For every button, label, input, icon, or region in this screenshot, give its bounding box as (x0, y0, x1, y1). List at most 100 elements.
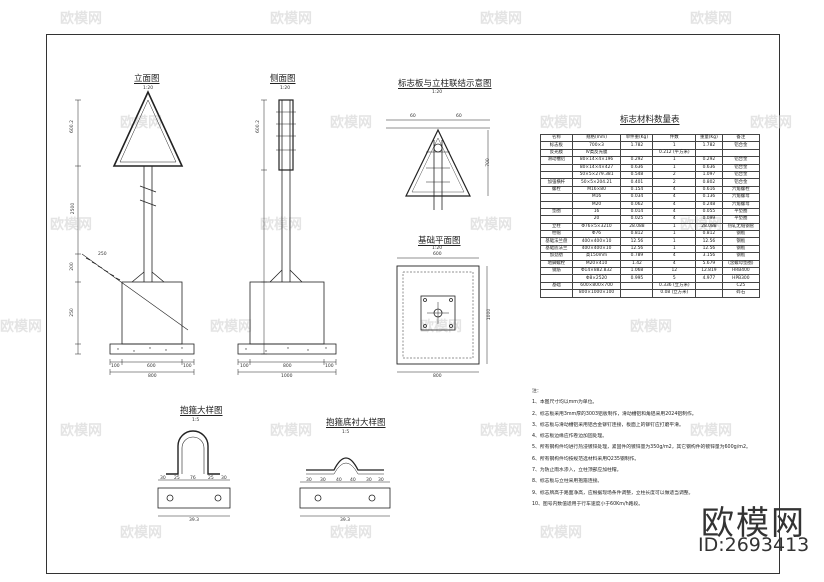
table-cell: 钢板 (721, 244, 761, 254)
foundation-view-title: 基础平面图 (418, 236, 461, 246)
table-cell: 标志板 (540, 141, 573, 150)
table-cell: 5.679 (695, 259, 723, 269)
table-cell: 400×400×10 (571, 244, 622, 254)
foundation-plate (420, 295, 456, 331)
table-cell: M20 (571, 200, 622, 209)
front-foundation (121, 281, 183, 345)
table-cell: 铝合金 (721, 156, 761, 165)
table-cell: 0.616 (695, 185, 723, 195)
note-item: 4、标志板边缘应作卷边加固处理。 (532, 434, 608, 440)
table-cell: 碎石 (721, 289, 761, 298)
watermark-text: 欧模网 (330, 525, 372, 541)
table-cell: 4 (652, 185, 697, 195)
table-cell: 0.636 (620, 163, 654, 172)
table-cell: 80×14×4×196 (571, 156, 622, 165)
table-cell: 1.097 (695, 170, 723, 180)
table-cell: 28.088 (620, 222, 654, 232)
table-header-cell: 规格(mm) (571, 133, 622, 143)
table-cell: 12.56 (695, 244, 723, 254)
dim-label: 100 (325, 364, 334, 369)
note-item: 9、标志牌高于路面净高，应根据现场条件调整，立柱长度可以做适当调整。 (532, 490, 694, 496)
table-cell: 垫圈 (540, 207, 573, 217)
liner-plate (299, 487, 391, 509)
table-cell: (含螺母垫圈) (721, 259, 761, 269)
table-cell: 28.088 (695, 222, 723, 232)
table-cell: 4 (652, 200, 697, 209)
front-base (109, 343, 195, 355)
foundation-view-scale: 1:20 (432, 246, 443, 251)
watermark-text: 欧模网 (480, 423, 522, 439)
watermark-text: 欧模网 (540, 115, 582, 131)
dim-label: 30 (378, 478, 384, 483)
front-view-scale: 1:20 (143, 86, 154, 91)
side-view-scale: 1:20 (280, 86, 291, 91)
front-sign-triangle (112, 90, 184, 167)
table-cell: 12.819 (695, 267, 723, 276)
table-cell: 柱帽 (540, 230, 573, 239)
table-cell: 1 (652, 163, 697, 172)
table-cell: 加强横杆 (540, 178, 573, 187)
table-header-cell: 重量(Kg) (695, 133, 723, 143)
table-cell (540, 274, 573, 283)
table-cell: 16 (571, 207, 622, 217)
table-cell: 高150mm (571, 252, 622, 261)
notes-header: 注： (532, 389, 542, 394)
table-cell (540, 215, 573, 224)
table-cell: 1.782 (620, 141, 654, 150)
dim-label: 60 (456, 114, 462, 119)
table-cell (695, 148, 723, 158)
table-cell: 400×400×10 (571, 237, 622, 246)
dim-label: 600.2 (69, 120, 75, 133)
table-cell: 3.156 (695, 252, 723, 261)
watermark-text: 欧模网 (0, 319, 42, 335)
table-cell: 12.56 (695, 237, 723, 246)
note-item: 1、本图尺寸均以mm为单位。 (532, 400, 598, 406)
liner-view-scale: 1:5 (342, 430, 350, 435)
table-cell: 0.336 (立方米) (652, 281, 697, 291)
dim-label: 600.2 (255, 120, 261, 133)
dim-label: 30 (306, 478, 312, 483)
watermark-text: 欧模网 (420, 319, 462, 335)
table-cell: 反光膜 (540, 148, 573, 158)
connection-view-scale: 1:20 (432, 90, 443, 95)
note-item: 10、图号内数值适用于行车速度小于60Km/h路段。 (532, 501, 644, 507)
table-cell: 基础法兰盘 (540, 237, 573, 246)
table-cell: 钢板 (721, 230, 761, 239)
watermark-text: 欧模网 (50, 217, 92, 233)
table-cell: HRB400 (721, 267, 761, 276)
dim-label: 30 (320, 478, 326, 483)
note-item: 6、所有钢构件均按规范选材料采用Q235钢制作。 (532, 456, 640, 462)
table-cell: 1 (652, 237, 697, 246)
table-cell: 0.025 (620, 215, 654, 224)
note-item: 5、所有钢构件均进行热浸镀锌处理，紧固件的镀锌量为350g/m2，其它钢构件的镀… (532, 445, 751, 451)
material-table-title: 标志材料数量表 (620, 115, 680, 125)
dim-label: 800 (283, 364, 292, 369)
table-cell: 0.154 (620, 185, 654, 195)
table-cell: 4 (652, 252, 697, 261)
table-cell: HPB300 (721, 274, 761, 283)
dim-label: 1000 (487, 308, 493, 321)
table-cell: 600×800×700 (571, 281, 622, 291)
table-cell: 0.401 (620, 178, 654, 187)
dim-label: 200 (69, 262, 75, 271)
watermark-text: 欧模网 (270, 11, 312, 27)
table-cell: 滑动槽铝 (540, 156, 573, 165)
hoop-view-title: 抱箍大样图 (180, 406, 223, 416)
table-cell (620, 148, 654, 158)
table-cell: 螺栓 (540, 185, 573, 195)
table-cell: 700×3 (571, 141, 622, 150)
table-cell: 1 (652, 244, 697, 254)
table-cell: 5 (652, 274, 697, 283)
brand-id: ID:2693413 (698, 534, 810, 556)
table-cell: 六角螺栓 (721, 185, 761, 195)
